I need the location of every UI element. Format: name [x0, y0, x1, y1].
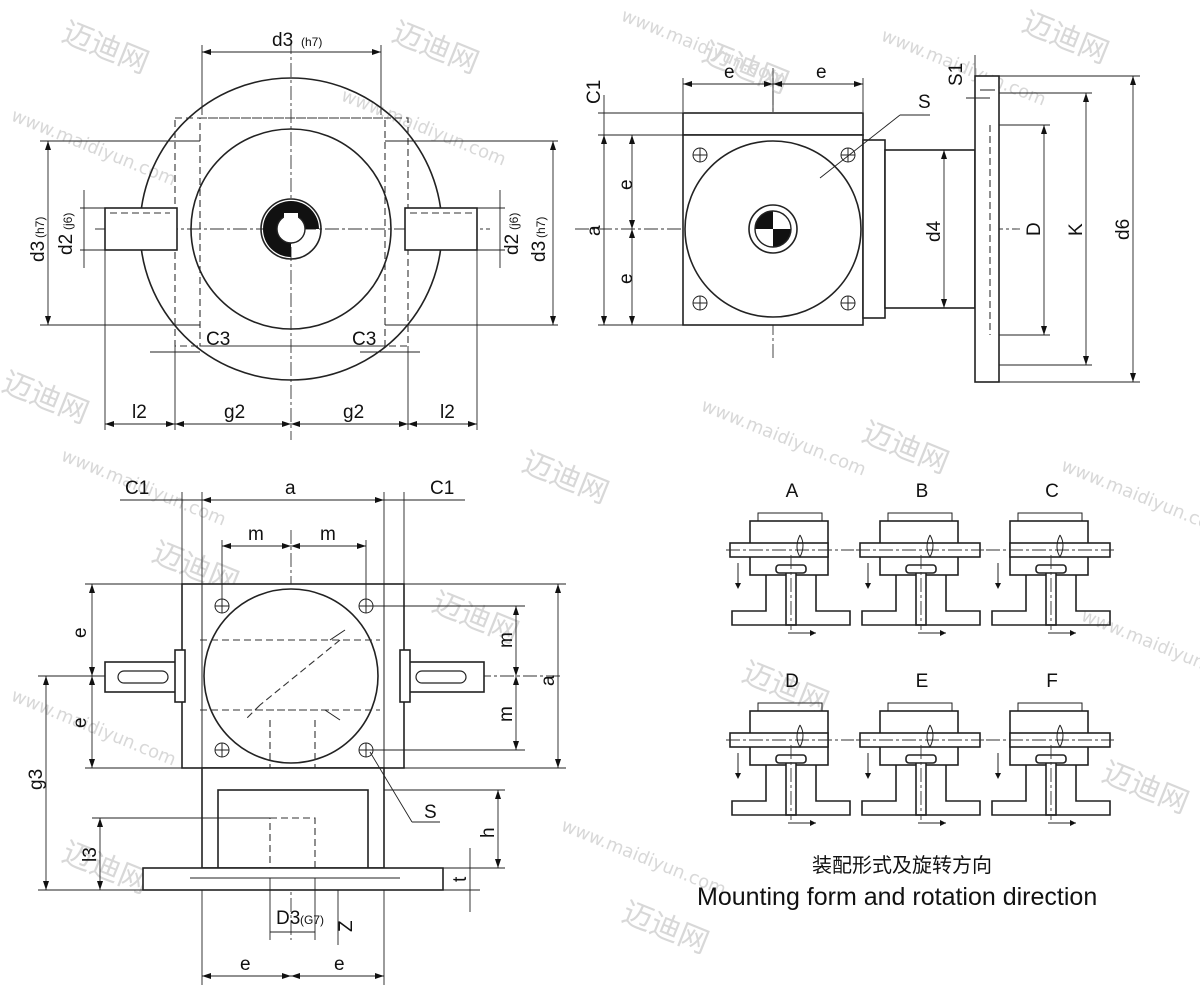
dim-c1-right: C1 [430, 478, 454, 499]
label-s: S [918, 92, 931, 113]
label-s1: S1 [946, 63, 967, 86]
mounting-form-f: F [986, 671, 1114, 826]
watermark-cn: 迈迪网 [857, 415, 954, 481]
watermark-url: www.maidiyun.com [8, 685, 179, 770]
caption-english: Mounting form and rotation direction [697, 883, 1097, 911]
top-view: C1 a C1 m m e e m m a g3 [26, 478, 566, 985]
dim-d3-right: d3 [529, 241, 550, 262]
side-view: e e C1 S S1 a e e d4 D [575, 55, 1140, 383]
dim-d3-top-sub: (h7) [301, 35, 322, 49]
watermark-cn: 迈迪网 [1097, 755, 1194, 821]
dim-d3-left-sub: (h7) [33, 217, 47, 238]
housing-circle [190, 128, 392, 330]
dim-d6: d6 [1113, 219, 1134, 240]
dim-c1-left: C1 [125, 478, 149, 499]
dim-d2-right: d2 [502, 234, 523, 255]
watermark-cn: 迈迪网 [1017, 5, 1114, 71]
watermark-cn: 迈迪网 [517, 445, 614, 511]
mounting-form-label: C [1045, 481, 1059, 502]
watermark-url: www.maidiyun.com [698, 395, 869, 480]
dim-a: a [584, 225, 605, 236]
dim-c3-right: C3 [352, 329, 376, 350]
dim-g2-left: g2 [224, 402, 245, 423]
dim-d3-top: d3 [272, 30, 293, 51]
dim-e-bottom-left: e [240, 954, 251, 975]
dim-D: D [1024, 222, 1045, 236]
watermark-url: www.maidiyun.com [8, 105, 179, 190]
mounting-form-d: D [726, 671, 854, 826]
dim-m-lower: m [496, 706, 517, 722]
dim-l2-left: l2 [132, 402, 147, 423]
mounting-form-c: C [986, 481, 1114, 636]
dim-g3: g3 [26, 769, 47, 790]
dim-d2-left: d2 [56, 234, 77, 255]
label-s-bottom: S [424, 802, 437, 823]
mounting-form-a: A [726, 481, 854, 636]
dim-e-upper: e [616, 179, 637, 190]
dim-d2-left-sub: (j6) [61, 213, 75, 230]
mounting-form-label: F [1046, 671, 1058, 692]
watermark-cn: 迈迪网 [57, 15, 154, 81]
mounting-form-label: E [916, 671, 929, 692]
dim-e-top-right: e [816, 62, 827, 83]
dim-e-top-left: e [724, 62, 735, 83]
dim-m-left: m [248, 524, 264, 545]
dim-d2-right-sub: (j6) [507, 213, 521, 230]
dim-D3-sub: (G7) [300, 913, 324, 927]
dim-d3-left: d3 [28, 241, 49, 262]
left-shaft [104, 207, 178, 251]
watermark-cn: 迈迪网 [387, 15, 484, 81]
dim-t: t [450, 876, 471, 882]
dim-g2-right: g2 [343, 402, 364, 423]
dim-m-right: m [320, 524, 336, 545]
dim-m-upper: m [496, 632, 517, 648]
dim-d4: d4 [924, 220, 945, 242]
mounting-form-e: E [856, 671, 984, 826]
dim-l3: l3 [80, 847, 101, 862]
dim-e-bottom-right: e [334, 954, 345, 975]
dim-c3-left: C3 [206, 329, 230, 350]
caption-chinese: 装配形式及旋转方向 [812, 853, 992, 877]
dim-K: K [1066, 223, 1087, 236]
mounting-form-b: B [856, 481, 984, 636]
watermark-url: www.maidiyun.com [1078, 605, 1200, 690]
bolt-holes [692, 147, 856, 311]
mounting-flange [974, 75, 1000, 383]
right-shaft [404, 207, 478, 251]
mounting-form-label: D [785, 671, 799, 692]
dim-a-right: a [538, 675, 559, 686]
dim-z: Z [336, 920, 357, 932]
dim-c1: C1 [584, 80, 605, 104]
dim-d3-right-sub: (h7) [534, 217, 548, 238]
dim-e-lower-left: e [70, 717, 91, 728]
front-view: d3 (h7) d3 (h7) d2 (j6) d2 (j6) d3 (h7) … [28, 30, 558, 440]
dim-e-upper-left: e [70, 627, 91, 638]
dim-a-top: a [285, 478, 296, 499]
watermark-cn: 迈迪网 [57, 835, 154, 901]
dim-D3: D3 [276, 908, 300, 929]
base-flange [142, 867, 444, 891]
watermark-cn: 迈迪网 [0, 365, 94, 431]
dim-e-lower: e [616, 273, 637, 284]
mounting-form-label: B [916, 481, 929, 502]
mounting-forms: A B C D E F [726, 481, 1114, 826]
mounting-form-label: A [786, 481, 799, 502]
dim-l2-right: l2 [440, 402, 455, 423]
watermark-url: www.maidiyun.com [618, 5, 789, 90]
dim-h: h [478, 827, 499, 838]
shaft-section-icon [755, 211, 773, 229]
